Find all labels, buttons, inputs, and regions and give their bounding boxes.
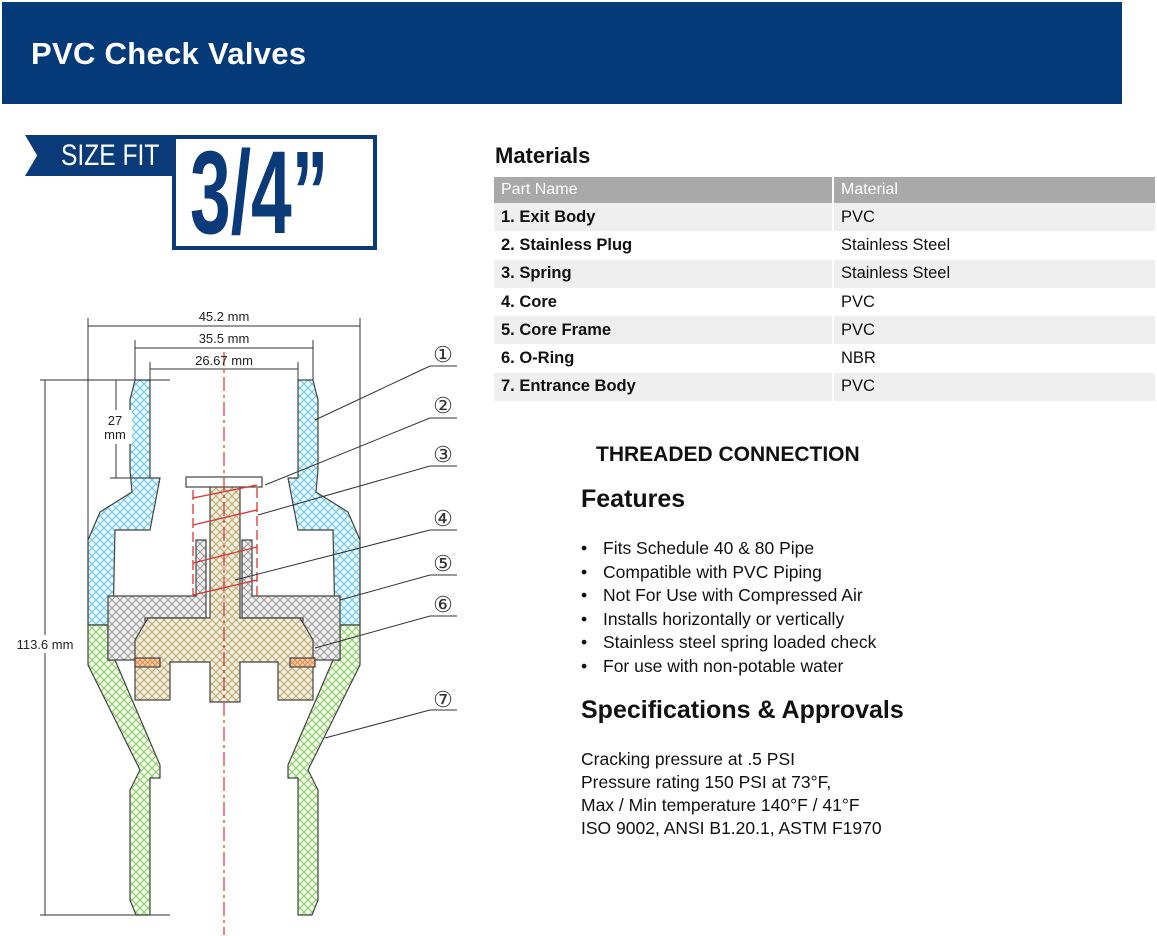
part-name: 3. Spring bbox=[494, 259, 834, 288]
spec-line: Max / Min temperature 140°F / 41°F bbox=[581, 795, 860, 815]
callout-4: ④ bbox=[433, 506, 453, 531]
size-value-box: 3/4” bbox=[172, 135, 377, 250]
part-name: 1. Exit Body bbox=[494, 203, 834, 232]
callout-2: ② bbox=[433, 393, 453, 418]
list-item: Fits Schedule 40 & 80 Pipe bbox=[581, 537, 876, 561]
part-name: 7. Entrance Body bbox=[494, 372, 834, 402]
list-item: Installs horizontally or vertically bbox=[581, 608, 876, 632]
callout-6: ⑥ bbox=[433, 592, 453, 617]
material: Stainless Steel bbox=[833, 231, 1157, 260]
material: PVC bbox=[833, 203, 1157, 232]
part-name: 2. Stainless Plug bbox=[494, 231, 834, 260]
dim-socket-depth-value: 27 bbox=[108, 413, 122, 428]
size-fit-ribbon: SIZE FIT bbox=[25, 135, 177, 176]
exit-body-right bbox=[287, 379, 361, 626]
spring bbox=[192, 484, 258, 596]
materials-title: Materials bbox=[495, 143, 591, 168]
callout-1: ① bbox=[433, 342, 453, 367]
part-name: 4. Core bbox=[494, 287, 834, 317]
part-name: 5. Core Frame bbox=[494, 316, 834, 345]
list-item: For use with non-potable water bbox=[581, 655, 876, 679]
dim-socket-depth-unit: mm bbox=[104, 427, 126, 442]
o-ring-right bbox=[289, 657, 316, 668]
features-list: Fits Schedule 40 & 80 Pipe Compatible wi… bbox=[581, 537, 876, 678]
specs-list: Cracking pressure at .5 PSI Pressure rat… bbox=[581, 748, 882, 840]
col-part-name: Part Name bbox=[494, 177, 834, 203]
material: PVC bbox=[833, 287, 1157, 317]
dim-outer-width: 45.2 mm bbox=[199, 309, 250, 324]
callout-7: ⑦ bbox=[433, 687, 453, 712]
dim-mid-width: 35.5 mm bbox=[199, 331, 250, 346]
list-item: Compatible with PVC Piping bbox=[581, 561, 876, 585]
list-item: Stainless steel spring loaded check bbox=[581, 631, 876, 655]
valve-cross-section-diagram: 45.2 mm 35.5 mm 26.67 mm 27 mm 113.6 mm … bbox=[14, 309, 457, 935]
o-ring-left bbox=[134, 657, 161, 668]
spec-line: Cracking pressure at .5 PSI bbox=[581, 749, 795, 769]
callout-3: ③ bbox=[433, 442, 453, 467]
specs-title: Specifications & Approvals bbox=[581, 696, 904, 724]
header-banner: PVC Check Valves bbox=[2, 2, 1122, 104]
callout-5: ⑤ bbox=[433, 551, 453, 576]
part-name: 6. O-Ring bbox=[494, 344, 834, 373]
spec-line: ISO 9002, ANSI B1.20.1, ASTM F1970 bbox=[581, 818, 882, 838]
connection-type: THREADED CONNECTION bbox=[596, 443, 860, 466]
features-title: Features bbox=[581, 485, 686, 513]
list-item: Not For Use with Compressed Air bbox=[581, 584, 876, 608]
size-fit-label: SIZE FIT bbox=[61, 139, 160, 172]
dim-total-height: 113.6 mm bbox=[17, 637, 74, 652]
col-material: Material bbox=[833, 177, 1157, 203]
page-title: PVC Check Valves bbox=[31, 36, 307, 71]
material: Stainless Steel bbox=[833, 259, 1157, 288]
size-value: 3/4” bbox=[190, 135, 329, 250]
material: PVC bbox=[833, 316, 1157, 345]
material: PVC bbox=[833, 372, 1157, 402]
material: NBR bbox=[833, 344, 1157, 373]
dim-inner-width: 26.67 mm bbox=[195, 353, 253, 368]
spec-line: Pressure rating 150 PSI at 73°F, bbox=[581, 772, 832, 792]
